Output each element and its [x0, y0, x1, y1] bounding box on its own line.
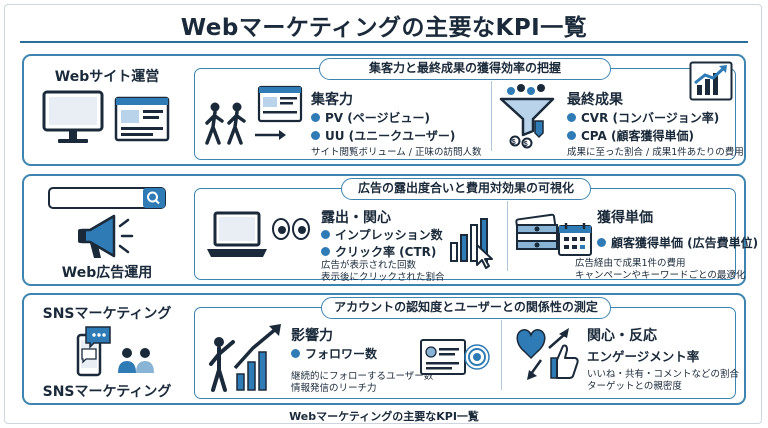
block-note: 成果に至った割合 / 成果1件あたりの費用	[567, 147, 744, 158]
block-note: 情報発信のリーチ力	[291, 383, 377, 394]
block-title: 関心・反応	[587, 328, 657, 344]
eyes-icon	[272, 218, 310, 240]
bullet-item: CVR (コンバージョン率)	[567, 109, 719, 126]
bullet-item: UU (ユニークユーザー)	[311, 127, 455, 144]
bullet-text: CPA (顧客獲得単価)	[581, 129, 694, 143]
section-web-ads: Web広告運用 広告の露出度合いと費用対効果の可視化 露出・関心 インプレッショ…	[22, 174, 758, 286]
footer-caption: Webマーケティングの主要なKPI一覧	[289, 410, 479, 423]
section-inner-box: 広告の露出度合いと費用対効果の可視化 露出・関心 インプレッション数 クリック率…	[194, 178, 758, 283]
bullet-text: クリック率 (CTR)	[335, 245, 437, 259]
bullet-text: CVR (コンバージョン率)	[581, 111, 720, 125]
bullet-text: インプレッション数	[335, 228, 443, 242]
block-note: サイト閲覧ボリューム / 正味の訪問人数	[311, 147, 482, 158]
section-pill: アカウントの認知度とユーザーとの関係性の測定	[321, 297, 611, 319]
bullet-item: クリック率 (CTR)	[321, 243, 436, 260]
block-title: 影響力	[291, 328, 333, 344]
block-note: キャンペーンやキーワードごとの最適化	[575, 270, 746, 281]
megaphone-icon	[78, 214, 134, 258]
heart-like-network-icon	[516, 328, 579, 380]
laptop-icon	[207, 211, 267, 257]
walking-people-icon	[205, 102, 246, 145]
section-label: Webサイト運営	[54, 69, 160, 85]
block-note: 継続的にフォローするユーザー数	[291, 371, 434, 382]
money-stack-icon	[515, 213, 558, 250]
webpage-arrow-icon	[255, 85, 303, 140]
block-title: 集客力	[311, 92, 353, 108]
bullet-text: UU (ユニークユーザー)	[325, 129, 456, 143]
bullet-dot	[311, 113, 320, 122]
block-title: 露出・関心	[321, 210, 391, 226]
growth-chart-icon	[689, 61, 733, 101]
bullet-dot	[597, 238, 606, 247]
calendar-icon	[558, 223, 592, 256]
section-website: Webサイト運営 集客力と最終成果の獲得効率の把握	[22, 54, 746, 166]
block-title: 最終成果	[567, 92, 623, 108]
presenter-growth-icon	[209, 324, 281, 392]
bullet-dot	[291, 349, 300, 358]
bullet-text: 顧客獲得単価 (広告費単位)	[611, 236, 759, 250]
svg-text:$: $	[524, 141, 528, 148]
block-note: 広告経由で成果1件の費用	[575, 258, 686, 269]
webpage-icon	[114, 96, 170, 142]
bullet-dot	[567, 113, 576, 122]
funnel-icon: $ $	[499, 84, 555, 149]
smartphone-chat-icon	[76, 326, 111, 377]
section-pill: 広告の露出度合いと費用対効果の可視化	[341, 178, 591, 200]
section-inner-box: アカウントの認知度とユーザーとの関係性の測定 影響力 フォロワー数 継続的にフォ…	[194, 297, 740, 399]
search-bar-icon	[48, 187, 166, 209]
users-icon	[118, 348, 154, 373]
block-divider	[507, 201, 508, 271]
section-label-top: SNSマーケティング	[42, 306, 172, 322]
bullet-dot	[311, 131, 320, 140]
block-divider	[501, 320, 502, 390]
profile-card-icon	[420, 339, 490, 375]
bullet-item: インプレッション数	[321, 226, 443, 243]
svg-text:$: $	[512, 139, 516, 146]
section-pill: 集客力と最終成果の獲得効率の把握	[319, 58, 611, 80]
bullet-dot	[321, 247, 330, 256]
bullet-item: 顧客獲得単価 (広告費単位)	[597, 234, 758, 251]
monitor-icon	[42, 90, 104, 143]
page-title: Webマーケティングの主要なKPI一覧	[180, 15, 588, 41]
block-note: いいね・共有・コメントなどの割合	[587, 369, 740, 380]
block-title: 獲得単価	[597, 210, 653, 226]
section-label-bottom: SNSマーケティング	[42, 384, 172, 400]
block-note: 広告が表示された回数	[321, 260, 417, 271]
title-underline	[20, 41, 748, 43]
bar-chart-cursor-icon	[450, 218, 493, 269]
bullet-item: CPA (顧客獲得単価)	[567, 127, 694, 144]
section-sns: SNSマーケティング SNSマーケティング アカウントの認知度とユーザーとの関係…	[22, 293, 746, 405]
block-note: ターゲットとの親密度	[587, 381, 682, 392]
block-divider	[491, 81, 492, 151]
section-inner-box: 集客力と最終成果の獲得効率の把握 集客力 PV (ページビュー) UU (ユニー…	[194, 58, 744, 160]
outer-frame	[4, 4, 762, 424]
bullet-dot	[321, 230, 330, 239]
section-label: Web広告運用	[61, 265, 153, 281]
block-subtitle: エンゲージメント率	[587, 349, 700, 364]
block-note: 表示後にクリックされた割合	[321, 272, 445, 283]
bullet-dot	[567, 131, 576, 140]
bullet-text: PV (ページビュー)	[325, 111, 430, 125]
bullet-text: フォロワー数	[305, 347, 378, 361]
bullet-item: フォロワー数	[291, 345, 377, 362]
bullet-item: PV (ページビュー)	[311, 109, 430, 126]
